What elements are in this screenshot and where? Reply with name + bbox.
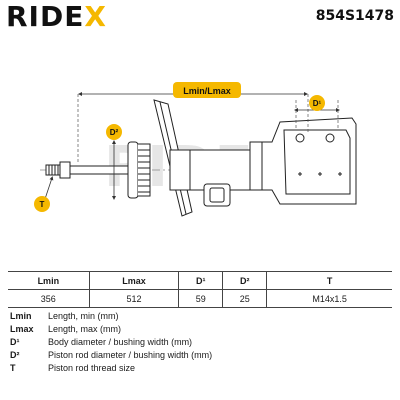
d2-dimension: D² xyxy=(106,124,122,200)
specs-value-t: M14x1.5 xyxy=(266,289,392,308)
legend-key: Lmin xyxy=(10,311,32,321)
legend-desc: Piston rod thread size xyxy=(48,363,136,373)
specs-header-d1: D¹ xyxy=(178,271,223,290)
specs-header-lmax: Lmax xyxy=(88,271,179,290)
specs-header-t: T xyxy=(266,271,392,290)
specs-header-row: Lmin Lmax D¹ D² T xyxy=(8,271,392,290)
d1-dimension: D¹ xyxy=(294,95,340,130)
legend-key: D¹ xyxy=(10,337,20,347)
brand-logo: RIDEX xyxy=(6,2,107,32)
legend-desc: Body diameter / bushing width (mm) xyxy=(48,337,193,347)
legend-row: T Piston rod thread size xyxy=(10,362,212,375)
d2-label: D² xyxy=(110,128,119,137)
shock-absorber-drawing: RIDEX xyxy=(34,82,357,217)
specs-header-lmin: Lmin xyxy=(8,271,90,290)
header: RIDEX 854S1478 xyxy=(0,0,400,34)
legend-key: T xyxy=(10,363,16,373)
t-dimension: T xyxy=(34,176,54,212)
legend-row: Lmax Length, max (mm) xyxy=(10,323,212,336)
specs-value-d1: 59 xyxy=(178,289,223,308)
legend-key: Lmax xyxy=(10,324,34,334)
t-label: T xyxy=(40,200,45,209)
legend-row: Lmin Length, min (mm) xyxy=(10,310,212,323)
knuckle-bracket xyxy=(249,117,357,205)
legend-row: D¹ Body diameter / bushing width (mm) xyxy=(10,336,212,349)
length-dimension-label: Lmin/Lmax xyxy=(183,86,231,96)
specs-value-lmin: 356 xyxy=(40,293,56,304)
legend: Lmin Length, min (mm) Lmax Length, max (mm… xyxy=(10,310,212,375)
specs-table: Lmin Lmax D¹ D² T 356 512 59 25 M14x1.5 xyxy=(8,271,392,308)
d1-label: D¹ xyxy=(313,99,322,108)
specs-value-d2: 25 xyxy=(222,289,267,308)
legend-key: D² xyxy=(10,350,20,360)
body-tube xyxy=(169,149,251,207)
legend-desc: Length, min (mm) xyxy=(48,311,119,321)
bump-stop xyxy=(127,141,151,199)
specs-value-row: 356 512 59 25 M14x1.5 xyxy=(8,289,392,308)
specs-value-lmax: 512 xyxy=(88,289,179,308)
legend-desc: Piston rod diameter / bushing width (mm) xyxy=(48,350,213,360)
legend-desc: Length, max (mm) xyxy=(48,324,122,334)
length-dimension: Lmin/Lmax xyxy=(77,82,309,164)
part-number: 854S1478 xyxy=(315,8,394,24)
specs-header-d2: D² xyxy=(222,271,267,290)
legend-row: D² Piston rod diameter / bushing width (m… xyxy=(10,349,212,362)
brand-logo-x: X xyxy=(84,0,107,33)
brand-logo-main: RIDE xyxy=(6,0,85,33)
